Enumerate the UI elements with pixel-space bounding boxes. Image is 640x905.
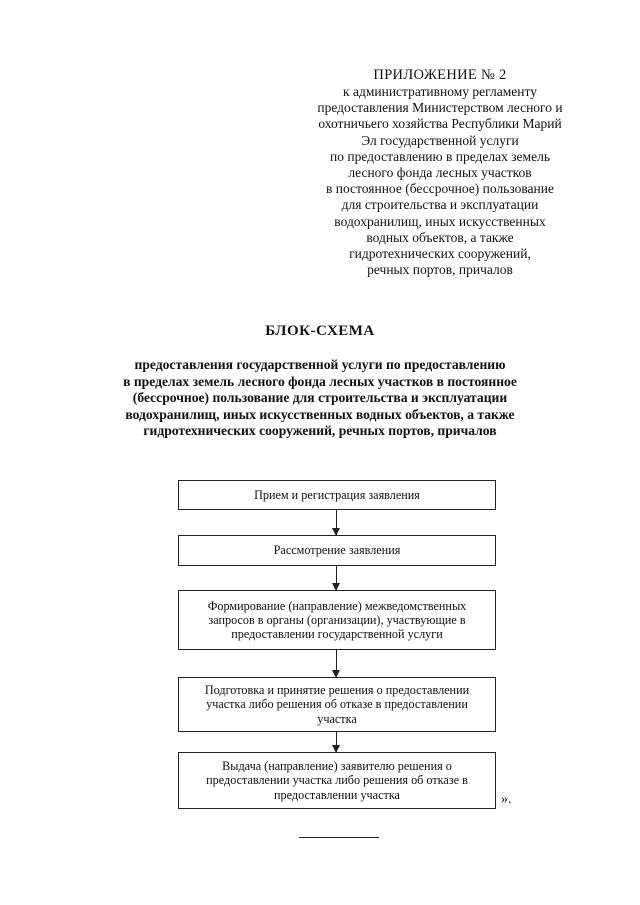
- appendix-header: ПРИЛОЖЕНИЕ № 2 к административному регла…: [290, 66, 590, 278]
- page-title: БЛОК-СХЕМА: [265, 323, 375, 339]
- flow-step-text: предоставлении государственной услуги: [231, 627, 443, 642]
- appendix-line: речных портов, причалов: [367, 262, 513, 278]
- subtitle-line: предоставления государственной услуги по…: [134, 357, 506, 372]
- appendix-line: водных объектов, а также: [366, 229, 514, 245]
- flow-step-text: Формирование (направление) межведомствен…: [207, 598, 467, 613]
- flow-step-text: участка либо решения об отказе в предост…: [206, 697, 468, 712]
- appendix-line: охотничьего хозяйства Республики Марий: [318, 116, 562, 132]
- flow-step-text: Прием и регистрация заявления: [254, 487, 420, 502]
- flow-step-registration: Прием и регистрация заявления: [178, 480, 496, 510]
- appendix-line: Эл государственной услуги: [361, 132, 519, 148]
- flow-arrow: [332, 510, 340, 536]
- appendix-line: в постоянное (бессрочное) пользование: [326, 181, 554, 197]
- subtitle-line: (бессрочное) пользование для строительст…: [132, 390, 508, 405]
- subtitle-line: гидротехнических сооружений, речных порт…: [143, 423, 497, 438]
- flow-arrow: [332, 566, 340, 591]
- flow-step-text: Выдача (направление) заявителю решения о: [222, 759, 452, 774]
- appendix-line: по предоставлению в пределах земель: [330, 148, 550, 164]
- appendix-line: гидротехнических сооружений,: [349, 246, 531, 262]
- flow-step-issuance: Выдача (направление) заявителю решения о…: [178, 752, 496, 809]
- flow-step-text: Рассмотрение заявления: [273, 543, 401, 558]
- subtitle-line: в пределах земель лесного фонда лесных у…: [123, 373, 517, 389]
- flow-step-text: предоставлении участка либо решения об о…: [206, 773, 468, 788]
- appendix-line: предоставления Министерством лесного и: [317, 100, 563, 116]
- flow-arrow: [332, 732, 340, 753]
- closing-quote: ».: [501, 792, 512, 807]
- flow-step-interagency-requests: Формирование (направление) межведомствен…: [178, 590, 496, 650]
- flow-step-decision: Подготовка и принятие решения о предоста…: [178, 677, 496, 732]
- flow-step-text: предоставлении участка: [274, 787, 400, 802]
- appendix-line: к административному регламенту: [343, 84, 537, 99]
- flow-step-review: Рассмотрение заявления: [178, 535, 496, 566]
- appendix-line: водохранилищ, иных искусственных: [334, 213, 546, 229]
- subtitle-line: водохранилищ, иных искусственных водных …: [125, 406, 515, 422]
- appendix-heading: ПРИЛОЖЕНИЕ № 2: [373, 67, 507, 83]
- flow-step-text: запросов в органы (организации), участву…: [208, 612, 466, 627]
- scheme-subtitle: предоставления государственной услуги по…: [90, 357, 550, 440]
- end-divider: [299, 837, 379, 838]
- flow-step-text: Подготовка и принятие решения о предоста…: [204, 683, 470, 698]
- flow-arrow: [332, 650, 340, 678]
- appendix-line: лесного фонда лесных участков: [348, 165, 532, 181]
- appendix-line: для строительства и эксплуатации: [341, 197, 539, 213]
- flow-step-text: участка: [317, 711, 357, 726]
